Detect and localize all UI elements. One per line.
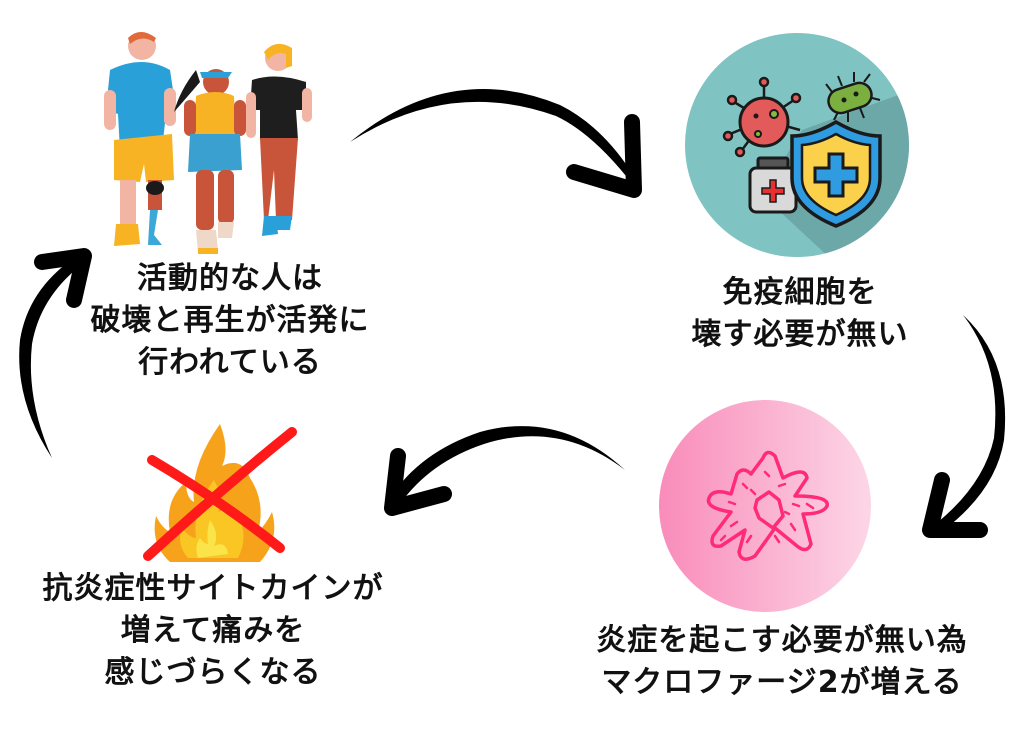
jogger-woman-middle bbox=[174, 69, 246, 254]
bacteria-icon bbox=[825, 72, 881, 122]
label-line: 破壊と再生が活発に bbox=[90, 303, 370, 338]
label-line: 感じづらくなる bbox=[104, 655, 322, 690]
node-label-immune-cells: 免疫細胞を 壊す必要が無い bbox=[640, 272, 960, 356]
pink-circle-background bbox=[659, 400, 871, 612]
label-line: 壊す必要が無い bbox=[691, 317, 909, 352]
red-cross-mark bbox=[143, 427, 297, 561]
label-line: 増えて痛みを bbox=[120, 613, 306, 648]
virus-icon bbox=[722, 76, 802, 158]
node-label-active-people: 活動的な人は 破壊と再生が活発に 行われている bbox=[40, 258, 420, 384]
label-line: 活動的な人は bbox=[137, 261, 323, 296]
label-line: 炎症を起こす必要が無い為 bbox=[596, 623, 968, 658]
label-line: 行われている bbox=[138, 345, 322, 380]
immune-shield-virus-icon bbox=[682, 30, 912, 260]
jogger-woman-right bbox=[246, 43, 312, 236]
medicine-bottle-icon bbox=[748, 156, 798, 214]
arrow-immune-to-macrophage bbox=[922, 315, 1006, 538]
label-line: 免疫細胞を bbox=[722, 275, 878, 310]
node-label-anti-inflammatory: 抗炎症性サイトカインが 増えて痛みを 感じづらくなる bbox=[8, 568, 418, 694]
label-line: 抗炎症性サイトカインが bbox=[42, 571, 384, 606]
arrow-active-to-immune bbox=[350, 89, 642, 198]
arrow-fire-to-active bbox=[19, 248, 92, 458]
arrow-macrophage-to-fire bbox=[384, 426, 625, 516]
jogger-man bbox=[104, 32, 176, 246]
shield-plus-icon bbox=[790, 119, 882, 228]
label-line: マクロファージ2が増える bbox=[601, 665, 963, 700]
crossed-out-fire-icon bbox=[130, 420, 300, 570]
node-label-macrophage: 炎症を起こす必要が無い為 マクロファージ2が増える bbox=[540, 620, 1024, 704]
macrophage-cell-icon bbox=[655, 396, 875, 616]
people-jogging-illustration bbox=[100, 30, 320, 260]
